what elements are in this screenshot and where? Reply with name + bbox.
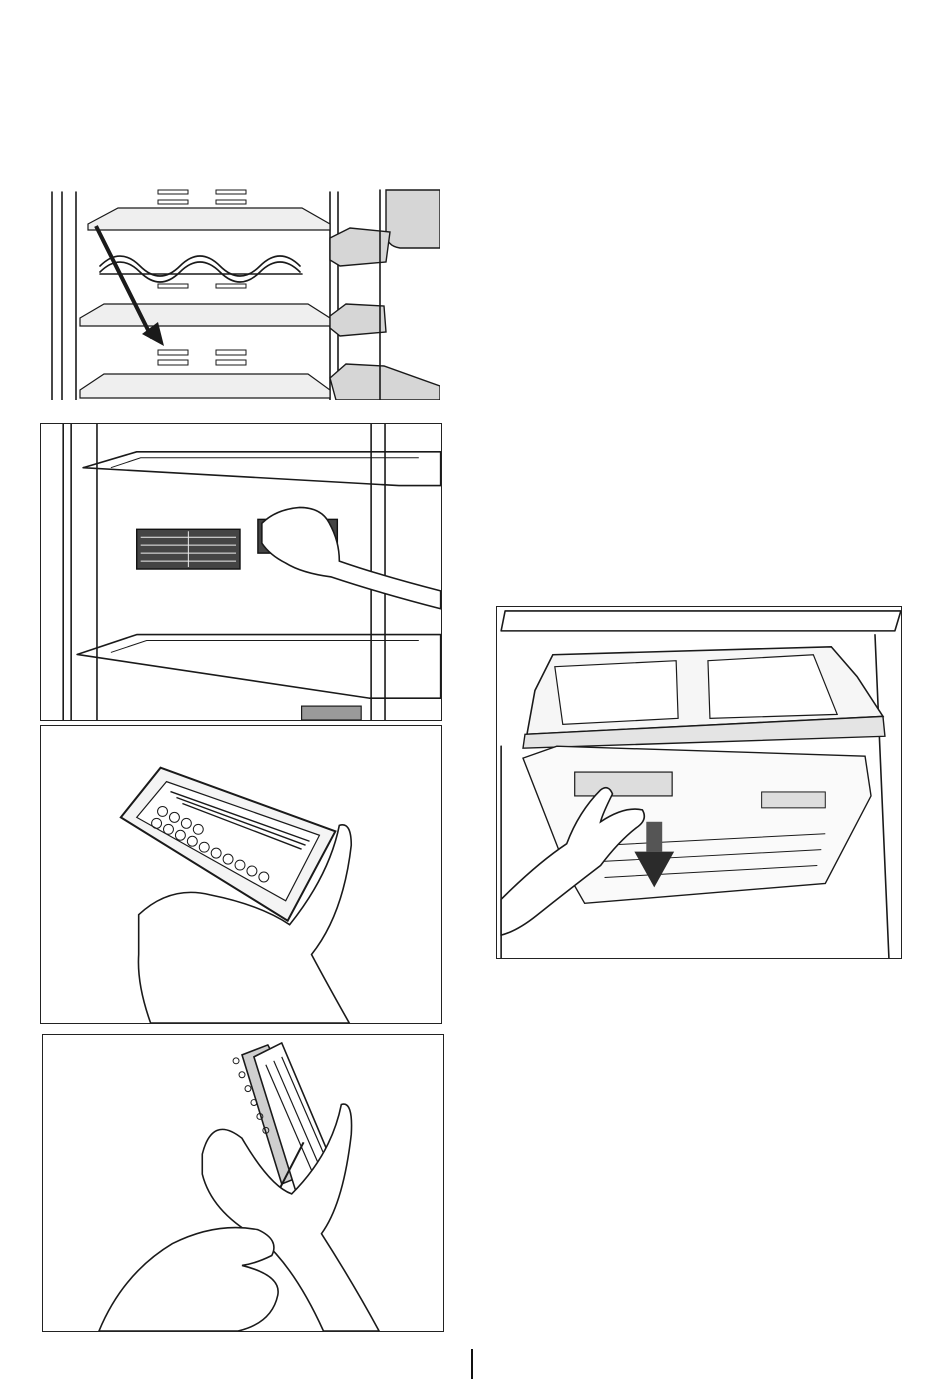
figure-filter-open (42, 1034, 444, 1332)
wine-rack-icon (100, 256, 302, 282)
filter-hold-illustration (41, 726, 441, 1023)
figure-filter-hold (40, 725, 442, 1024)
figure-filter-removal (40, 423, 442, 721)
shelf-icon (88, 208, 330, 230)
vent-slots-top (158, 190, 246, 204)
crisper-drawer-illustration (497, 607, 901, 958)
filter-removal-illustration (41, 424, 441, 720)
filter-open-illustration (43, 1035, 443, 1331)
arrow-icon (96, 226, 164, 346)
figure-shelves (40, 188, 440, 400)
page-marker (471, 1349, 473, 1379)
shelves-illustration (40, 188, 440, 400)
hand-icon (262, 507, 441, 608)
figure-crisper-drawer (496, 606, 902, 959)
filter-icon (121, 768, 336, 921)
